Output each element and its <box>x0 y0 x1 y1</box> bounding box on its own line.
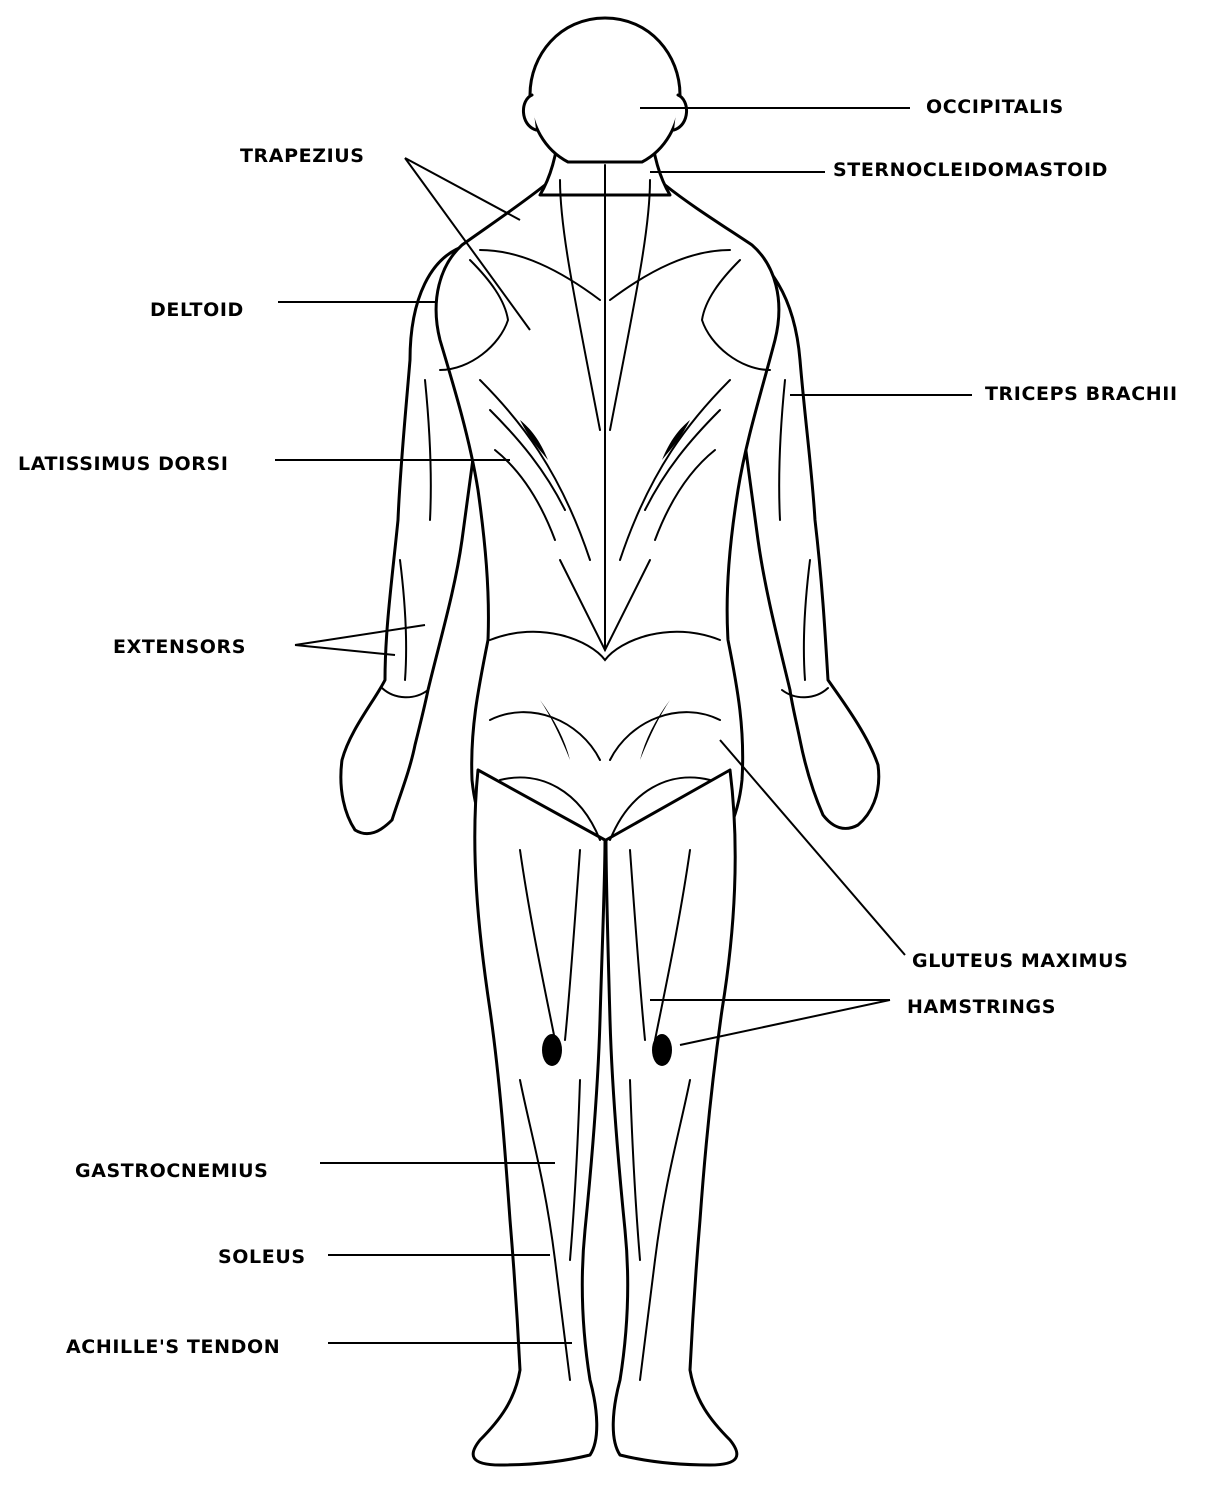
label-sternocleidomastoid: STERNOCLEIDOMASTOID <box>833 159 1108 181</box>
leader-extensors-1 <box>294 624 426 646</box>
label-deltoid: DELTOID <box>150 299 244 321</box>
label-triceps-brachii: TRICEPS BRACHII <box>985 383 1178 405</box>
label-trapezius: TRAPEZIUS <box>240 145 365 167</box>
label-achilles-tendon: ACHILLE'S TENDON <box>66 1336 281 1358</box>
torso <box>434 183 781 867</box>
leader-gluteus-maximus <box>719 739 906 956</box>
leader-lines <box>275 107 972 1344</box>
leader-trapezius-2 <box>404 157 531 331</box>
right-ear <box>672 93 688 132</box>
head <box>528 16 682 164</box>
left-leg <box>471 768 607 1467</box>
label-soleus: SOLEUS <box>218 1246 306 1268</box>
label-gastrocnemius: GASTROCNEMIUS <box>75 1160 269 1182</box>
left-arm <box>339 243 487 836</box>
right-leg <box>604 768 739 1467</box>
label-gluteus-maximus: GLUTEUS MAXIMUS <box>912 950 1129 972</box>
leader-extensors-2 <box>294 644 396 656</box>
label-extensors: EXTENSORS <box>113 636 247 658</box>
muscle-details <box>381 164 829 1381</box>
label-latissimus-dorsi: LATISSIMUS DORSI <box>18 453 229 475</box>
label-hamstrings: HAMSTRINGS <box>907 996 1057 1018</box>
leader-trapezius-1 <box>404 157 521 221</box>
label-occipitalis: OCCIPITALIS <box>926 96 1064 118</box>
leader-hamstrings-2 <box>679 999 891 1046</box>
left-ear <box>522 93 538 132</box>
right-arm <box>728 243 881 830</box>
body-figure <box>339 16 881 1467</box>
